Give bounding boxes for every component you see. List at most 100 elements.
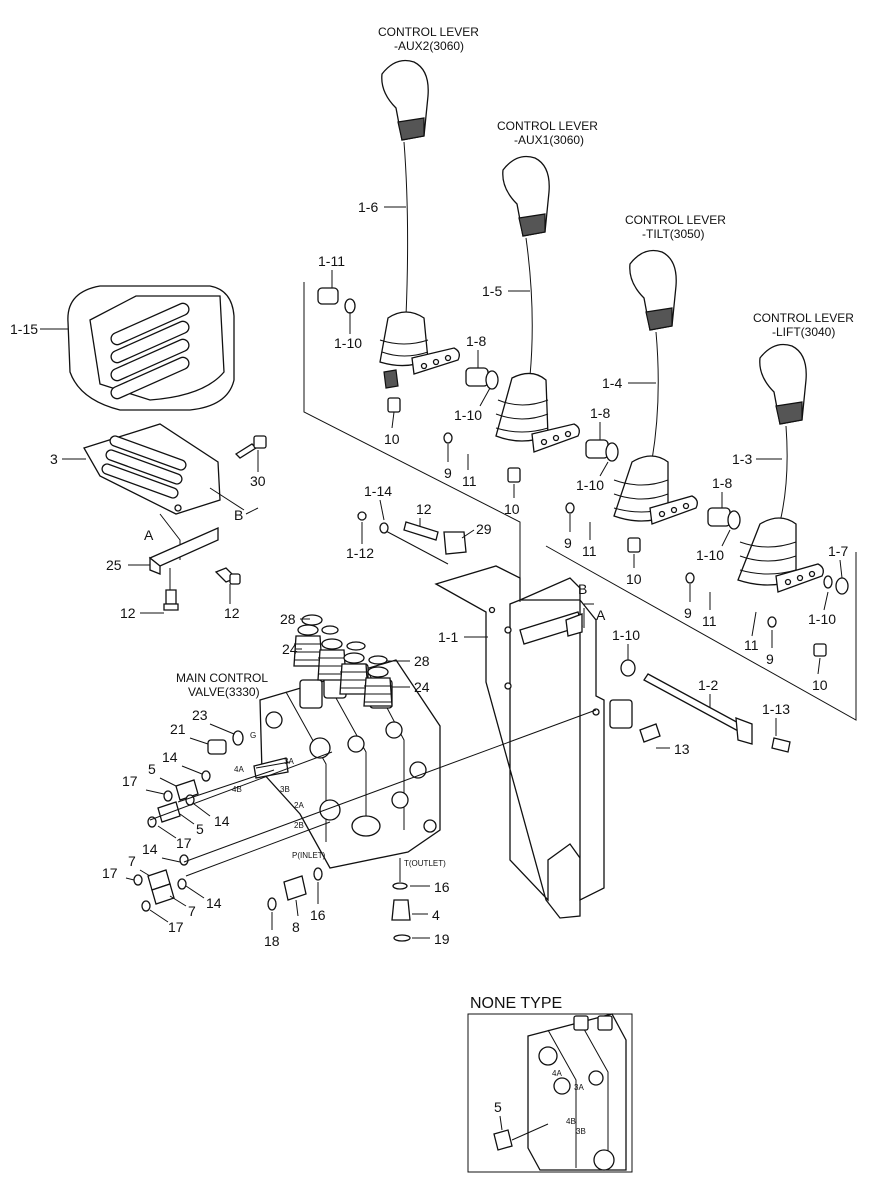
callout-10-a: 10 <box>384 431 400 447</box>
cover-grille <box>67 285 235 411</box>
callout-8: 8 <box>292 919 300 935</box>
callout-9-b: 9 <box>564 535 572 551</box>
callout-1-8-c: 1-8 <box>712 475 732 491</box>
callout-12-a: 12 <box>120 605 136 621</box>
callout-1-7: 1-7 <box>828 543 848 559</box>
callout-9-d: 9 <box>766 651 774 667</box>
frame-bracket-1-1 <box>434 565 605 919</box>
callout-14-b: 14 <box>214 813 230 829</box>
callout-25: 25 <box>106 557 122 573</box>
lever-title-aux1-name: CONTROL LEVER <box>497 119 598 133</box>
callout-17-a: 17 <box>122 773 138 789</box>
callout-11-c: 11 <box>702 613 717 629</box>
callout-17-d: 17 <box>168 919 184 935</box>
section-mark-a-left: A <box>144 527 154 543</box>
callout-14-c: 14 <box>142 841 158 857</box>
port-outlet: T(OUTLET) <box>404 859 446 868</box>
section-mark-b-right: B <box>578 581 587 597</box>
section-mark-b-left: B <box>234 507 243 523</box>
callout-28-b: 28 <box>414 653 430 669</box>
port-2b: 2B <box>294 821 304 830</box>
callout-13: 13 <box>674 741 690 757</box>
callout-1-10-d: 1-10 <box>696 547 724 563</box>
callout-11-d: 11 <box>744 637 759 653</box>
boot-3 <box>339 652 369 695</box>
lever-title-lift-code: -LIFT(3040) <box>772 325 835 339</box>
callout-16-b: 16 <box>310 907 326 923</box>
plate-part-3 <box>83 423 221 560</box>
inset-port-4b: 4B <box>566 1117 576 1126</box>
boot-1 <box>293 624 323 667</box>
lever-title-aux2-code: -AUX2(3060) <box>394 39 464 53</box>
callout-11-a: 11 <box>462 473 477 489</box>
callout-24-a: 24 <box>282 641 298 657</box>
bracket-part-25 <box>148 527 219 611</box>
callout-1-10-c: 1-10 <box>576 477 604 493</box>
callout-1-10-a: 1-10 <box>334 335 362 351</box>
callout-4: 4 <box>432 907 440 923</box>
callout-1-2: 1-2 <box>698 677 718 693</box>
port-4a: 4A <box>234 765 244 774</box>
callout-19: 19 <box>434 931 450 947</box>
callout-16-a: 16 <box>434 879 450 895</box>
valve-title-line2: VALVE(3330) <box>188 685 260 699</box>
lever-title-aux2-name: CONTROL LEVER <box>378 25 479 39</box>
small-parts-levers <box>317 287 849 677</box>
callout-1-5: 1-5 <box>482 283 502 299</box>
control-lever-aux1 <box>495 155 580 453</box>
callout-23: 23 <box>192 707 208 723</box>
callout-1-10-e: 1-10 <box>808 611 836 627</box>
port-inlet: P(INLET) <box>292 851 326 860</box>
inset-port-3a: 3A <box>574 1083 584 1092</box>
callout-1-8-b: 1-8 <box>590 405 610 421</box>
port-2a: 2A <box>294 801 304 810</box>
callout-28-a: 28 <box>280 611 296 627</box>
callout-18: 18 <box>264 933 280 949</box>
lever-title-aux1-code: -AUX1(3060) <box>514 133 584 147</box>
callout-1-14: 1-14 <box>364 483 392 499</box>
callout-12-b: 12 <box>224 605 240 621</box>
callout-1-8-a: 1-8 <box>466 333 486 349</box>
port-4b: 4B <box>232 785 242 794</box>
callout-14-d: 14 <box>206 895 222 911</box>
callout-21: 21 <box>170 721 186 737</box>
callout-1-12: 1-12 <box>346 545 374 561</box>
control-lever-lift <box>737 343 824 593</box>
lever-title-tilt-name: CONTROL LEVER <box>625 213 726 227</box>
callout-7-a: 7 <box>128 853 136 869</box>
lever-title-lift: CONTROL LEVER -LIFT(3040) <box>753 311 854 339</box>
boots-and-rings <box>293 614 393 707</box>
boot-2 <box>317 638 347 681</box>
callout-3: 3 <box>50 451 58 467</box>
port-g: G <box>250 731 256 740</box>
callout-5-b: 5 <box>196 821 204 837</box>
section-mark-a-right: A <box>596 607 606 623</box>
lever-title-lift-name: CONTROL LEVER <box>753 311 854 325</box>
callout-30: 30 <box>250 473 266 489</box>
control-lever-tilt <box>613 249 698 525</box>
callout-1-3: 1-3 <box>732 451 752 467</box>
callout-9-a: 9 <box>444 465 452 481</box>
callout-1-6: 1-6 <box>358 199 378 215</box>
callout-12-c: 12 <box>416 501 432 517</box>
callout-1-13: 1-13 <box>762 701 790 717</box>
callout-1-10-f: 1-10 <box>612 627 640 643</box>
callout-29: 29 <box>476 521 492 537</box>
callout-10-d: 10 <box>812 677 828 693</box>
group-frame-lines <box>303 282 857 721</box>
inset-none-type: NONE TYPE 5 4A 3A 4B 3B <box>467 995 633 1173</box>
inset-callout-5: 5 <box>494 1099 502 1115</box>
lever-title-tilt-code: -TILT(3050) <box>642 227 704 241</box>
port-3b: 3B <box>280 785 290 794</box>
port-3a: 3A <box>284 757 294 766</box>
bolts-misc <box>214 435 267 585</box>
inset-port-3b: 3B <box>576 1127 586 1136</box>
callout-17-b: 17 <box>176 835 192 851</box>
lever-title-aux2: CONTROL LEVER -AUX2(3060) <box>378 25 479 53</box>
callout-14-a: 14 <box>162 749 178 765</box>
callout-9-c: 9 <box>684 605 692 621</box>
callout-5-a: 5 <box>148 761 156 777</box>
rod-part-1-2 <box>643 673 753 745</box>
callout-10-b: 10 <box>504 501 520 517</box>
